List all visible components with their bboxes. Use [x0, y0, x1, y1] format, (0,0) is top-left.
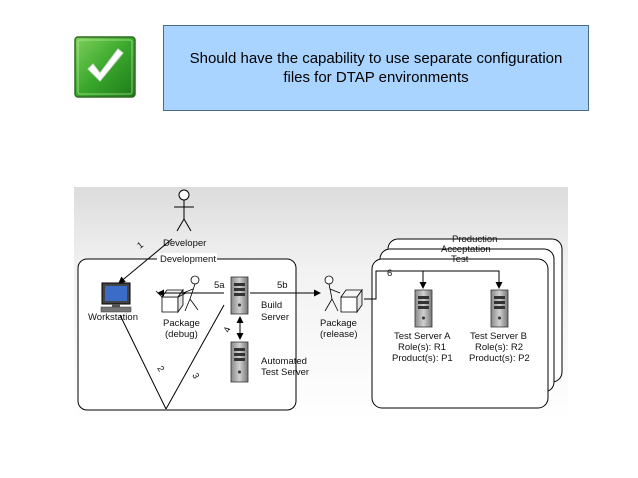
developer-label: Developer — [163, 238, 206, 249]
title-text: Should have the capability to use separa… — [189, 50, 563, 86]
package-release-icon — [324, 275, 363, 314]
test-label: Test — [451, 254, 469, 265]
build-server-icon — [230, 276, 249, 315]
production-label: Production — [452, 234, 497, 245]
test-server-a-name: Test Server A — [394, 331, 451, 342]
development-label: Development — [160, 254, 216, 265]
package-debug-label-2: (debug) — [165, 329, 198, 340]
dtap-diagram: Developer Development 1 Workstation Pack… — [74, 187, 568, 423]
test-server-b-name: Test Server B — [470, 331, 527, 342]
test-server-b-icon — [490, 289, 509, 328]
step-2-label: 2 — [155, 364, 166, 373]
test-server-a-role: Role(s): R1 — [398, 342, 446, 353]
title-box: Should have the capability to use separa… — [163, 25, 589, 111]
test-server-a-icon — [414, 289, 433, 328]
test-server-a-product: Product(s): P1 — [392, 353, 453, 364]
step-5a-label: 5a — [214, 280, 225, 291]
workstation-icon — [100, 282, 132, 313]
arrow-step-1 — [118, 238, 173, 284]
package-release-label-1: Package — [320, 318, 357, 329]
acceptation-label: Acceptation — [441, 244, 491, 255]
workstation-label: Workstation — [88, 312, 138, 323]
step-6-label: 6 — [387, 268, 392, 279]
development-label-bg — [157, 253, 217, 265]
checkmark-icon — [74, 36, 136, 98]
step-3-label: 3 — [190, 371, 201, 380]
test-server-b-product: Product(s): P2 — [469, 353, 530, 364]
package-debug-label-1: Package — [163, 318, 200, 329]
test-server-b-role: Role(s): R2 — [475, 342, 523, 353]
line-step-2 — [119, 314, 167, 410]
automated-test-server-icon — [230, 341, 249, 383]
step-4-label: 4 — [221, 326, 232, 334]
build-server-label-1: Build — [261, 300, 282, 311]
package-release-label-2: (release) — [320, 329, 358, 340]
step-1-label: 1 — [135, 240, 145, 251]
line-step-3 — [165, 304, 225, 410]
build-server-label-2: Server — [261, 312, 289, 323]
automated-label-1: Automated — [261, 356, 307, 367]
package-debug-icon — [155, 275, 200, 314]
automated-label-2: Test Server — [261, 367, 309, 378]
developer-icon — [174, 189, 194, 232]
arrow-step-6-a — [364, 270, 503, 300]
step-5b-label: 5b — [277, 280, 288, 291]
